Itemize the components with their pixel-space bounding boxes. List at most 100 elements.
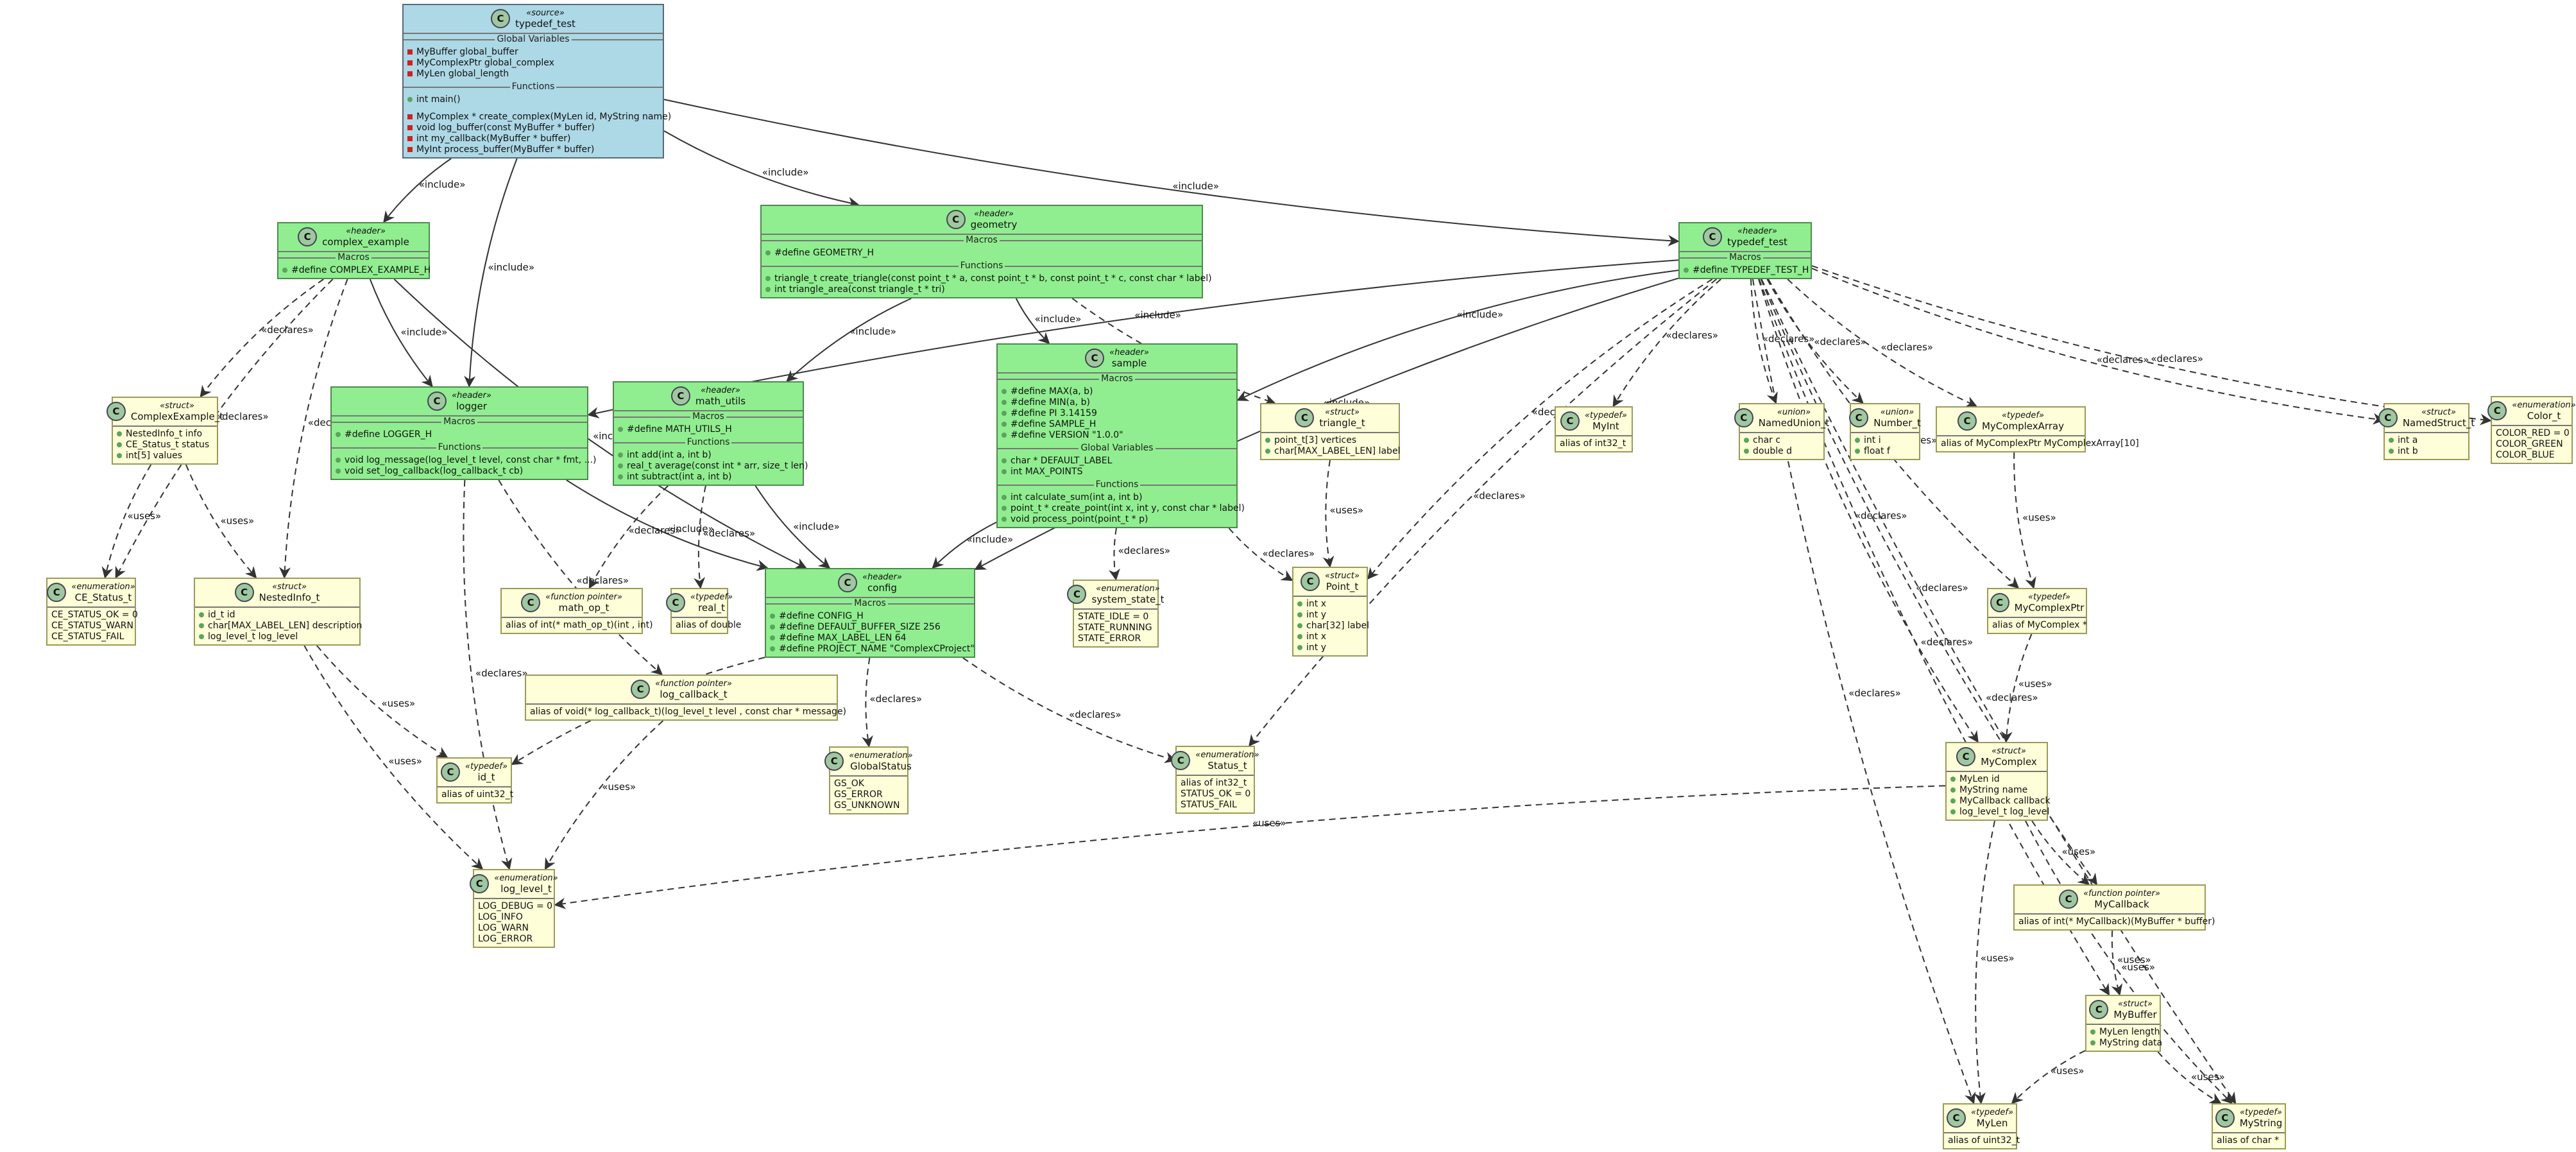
node-name: Color_t bbox=[2527, 410, 2561, 422]
node-name: MyComplex bbox=[1981, 756, 2037, 768]
node-name: CE_Status_t bbox=[74, 592, 132, 603]
section-body: #define GEOMETRY_H bbox=[762, 246, 1202, 261]
member-row: float f bbox=[1855, 446, 1915, 457]
section-body: #define MATH_UTILS_H bbox=[614, 422, 803, 437]
public-visibility-icon bbox=[770, 646, 775, 651]
class-icon: C bbox=[1171, 751, 1191, 770]
member-text: int x bbox=[1306, 632, 1326, 642]
edge-label: «include» bbox=[1456, 309, 1503, 320]
node-name: MyComplexPtr bbox=[2014, 602, 2085, 614]
member-row: void set_log_callback(log_callback_t cb) bbox=[336, 466, 583, 477]
public-visibility-icon bbox=[336, 469, 341, 474]
public-visibility-icon bbox=[1002, 517, 1007, 522]
member-row: int x bbox=[1297, 632, 1363, 642]
node-name: math_utils bbox=[695, 395, 746, 407]
member-row: alias of char * bbox=[2217, 1135, 2281, 1146]
member-row: #define PROJECT_NAME "ComplexCProject" bbox=[770, 644, 975, 655]
public-visibility-icon bbox=[765, 250, 771, 255]
member-text: alias of char * bbox=[2217, 1135, 2279, 1146]
member-text: GS_UNKNOWN bbox=[834, 800, 900, 811]
private-visibility-icon bbox=[407, 114, 413, 119]
section-divider: Macros bbox=[762, 235, 1202, 246]
node-header: C«typedef»MyComplexArray bbox=[1937, 408, 2085, 436]
edge-complex-example-to-logger bbox=[369, 279, 433, 388]
edge-typedef-test-hdr-to-number-t bbox=[1766, 279, 1864, 404]
public-visibility-icon bbox=[1002, 469, 1007, 474]
public-visibility-icon bbox=[2389, 449, 2394, 454]
edge-typedef-test-hdr-to-namedunion-t bbox=[1750, 279, 1778, 404]
member-row: char[MAX_LABEL_LEN] label bbox=[1265, 446, 1400, 457]
node-header: C«typedef»MyLen bbox=[1944, 1105, 2016, 1133]
section-body: #define COMPLEX_EXAMPLE_H bbox=[278, 263, 431, 278]
member-text: MyLen length bbox=[2099, 1027, 2160, 1037]
member-text: STATE_ERROR bbox=[1078, 633, 1141, 644]
node-stereotype: «typedef» bbox=[1971, 1108, 2013, 1117]
node-name: Point_t bbox=[1326, 581, 1359, 592]
member-row: #define COMPLEX_EXAMPLE_H bbox=[282, 265, 431, 276]
node-header: C«header»logger bbox=[332, 388, 587, 417]
edge-label: «uses» bbox=[2061, 846, 2095, 857]
class-icon: C bbox=[1957, 411, 1977, 431]
public-visibility-icon bbox=[199, 612, 204, 617]
edge-log-callback-t-to-log-level-t bbox=[544, 720, 664, 870]
class-icon: C bbox=[234, 583, 254, 602]
node-name: typedef_test bbox=[515, 18, 576, 30]
edge-complex-example-to-complexexample-t bbox=[200, 279, 324, 398]
member-text: STATUS_OK = 0 bbox=[1181, 789, 1251, 799]
node-stereotype: «struct» bbox=[1325, 571, 1360, 581]
node-stereotype: «typedef» bbox=[2240, 1108, 2282, 1117]
class-icon: C bbox=[2487, 401, 2507, 420]
member-text: char * DEFAULT_LABEL bbox=[1011, 456, 1113, 466]
section-divider: Macros bbox=[1680, 252, 1811, 263]
edge-label: «include» bbox=[762, 167, 809, 178]
section-body: alias of MyComplex * bbox=[1988, 618, 2087, 633]
member-text: CE_Status_t status bbox=[126, 440, 210, 450]
member-text: int y bbox=[1306, 610, 1326, 620]
edge-label: «declares» bbox=[1916, 582, 1968, 594]
member-text: MyLen global_length bbox=[416, 69, 509, 79]
member-row: CE_Status_t status bbox=[117, 440, 213, 451]
member-text: MyString name bbox=[1959, 785, 2028, 795]
section-divider: Global Variables bbox=[998, 443, 1236, 454]
public-visibility-icon bbox=[1265, 438, 1270, 443]
edge-label: «declares» bbox=[703, 528, 755, 539]
member-text: log_level_t log_level bbox=[1959, 807, 2050, 817]
member-row: char c bbox=[1744, 435, 1820, 446]
edge-mybuffer-to-mylen bbox=[2011, 1050, 2086, 1105]
member-row: MyLen global_length bbox=[407, 69, 659, 80]
public-visibility-icon bbox=[1950, 777, 1956, 782]
